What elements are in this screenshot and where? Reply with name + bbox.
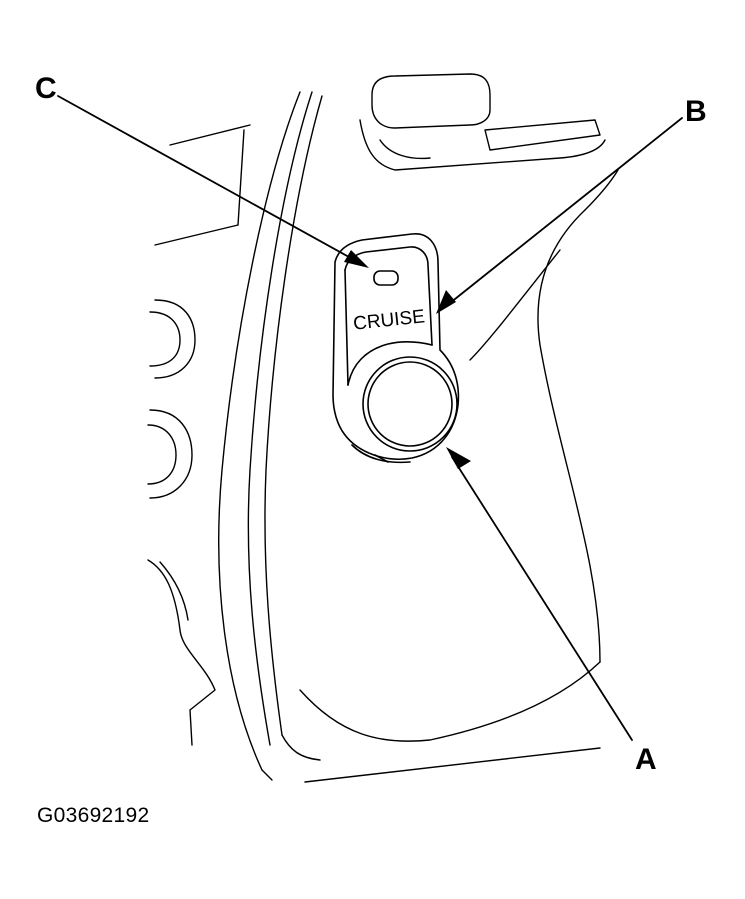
upper-vent	[359, 73, 606, 171]
leader-lines	[57, 95, 683, 741]
arrowheads	[344, 250, 471, 469]
arrowhead-c	[344, 250, 369, 268]
leader-line-a	[451, 456, 633, 741]
arrowhead-a	[446, 447, 471, 469]
callout-label-b: B	[685, 95, 707, 128]
figure-code: G03692192	[37, 804, 150, 827]
leader-line-c	[57, 95, 359, 263]
indicator-light	[373, 270, 399, 286]
leader-line-b	[449, 117, 683, 304]
callout-label-a: A	[635, 743, 657, 776]
cruise-switch	[332, 233, 460, 464]
left-knobs	[147, 299, 216, 746]
arrowhead-b	[436, 290, 456, 314]
switch-label-text: CRUISE	[352, 306, 426, 334]
callout-label-c: C	[35, 72, 57, 105]
dashboard-panel-lines	[154, 91, 619, 783]
